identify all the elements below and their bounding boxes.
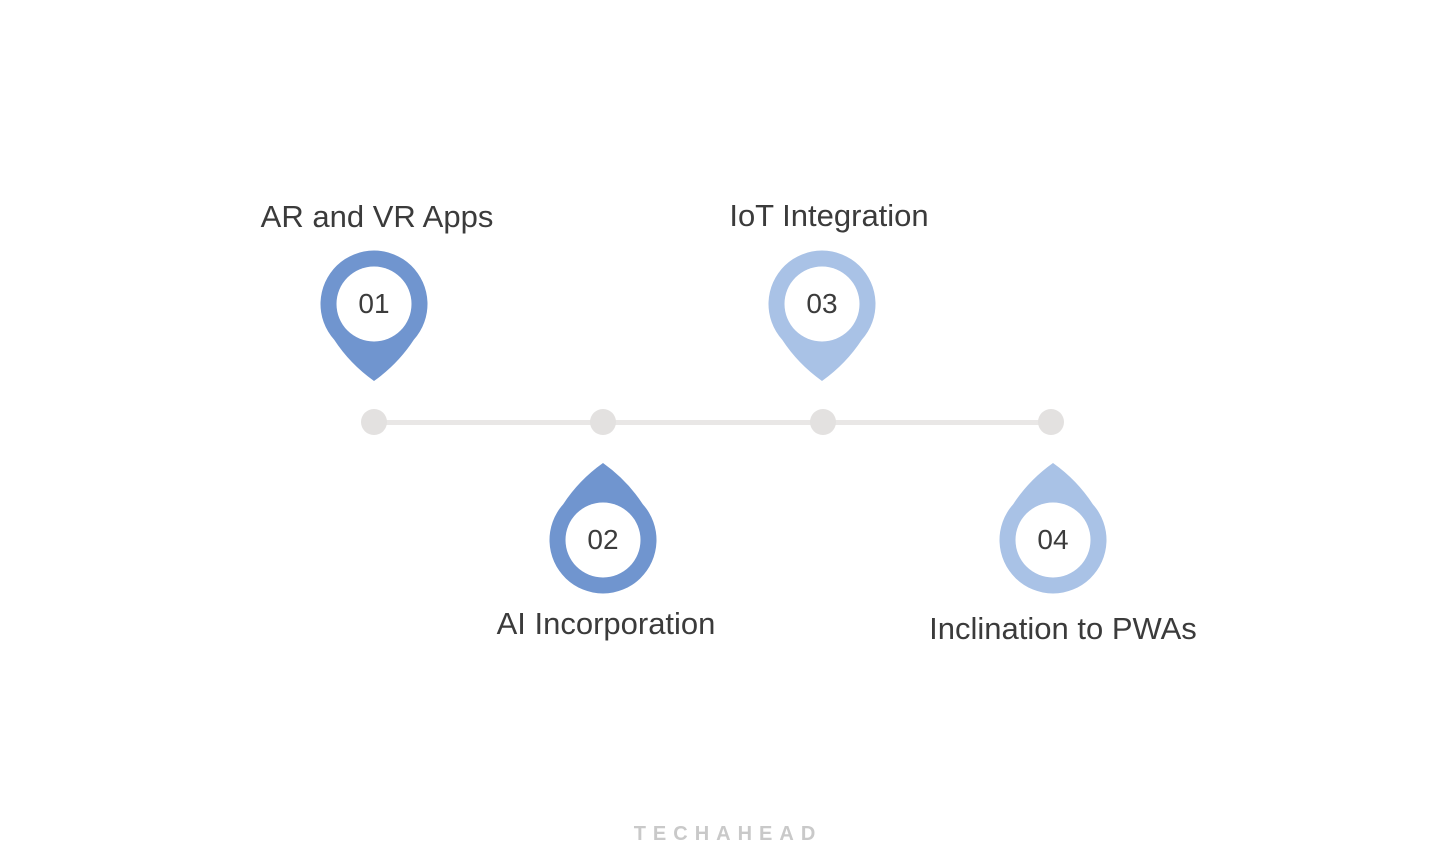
marker-number-04: 04	[1037, 524, 1069, 555]
timeline-dot-1	[361, 409, 387, 435]
marker-02: 02	[549, 462, 657, 594]
marker-number-02: 02	[587, 524, 619, 555]
marker-03: 03	[768, 250, 876, 382]
timeline-dot-2	[590, 409, 616, 435]
map-pin-down-icon	[768, 250, 876, 381]
timeline-line	[374, 420, 1051, 425]
pin-inner-circle	[784, 266, 860, 342]
pin-inner-circle	[336, 266, 412, 342]
techahead-logo: TECHAHEAD	[633, 823, 823, 845]
marker-01: 01	[320, 250, 428, 382]
map-pin-up-icon	[999, 463, 1107, 594]
pin-inner-circle	[565, 502, 641, 578]
marker-number-01: 01	[358, 288, 390, 319]
marker-label-02: AI Incorporation	[496, 606, 716, 641]
pin-inner-circle	[1015, 502, 1091, 578]
marker-label-01: AR and VR Apps	[260, 199, 494, 234]
map-pin-up-icon	[549, 463, 657, 594]
timeline-dot-3	[810, 409, 836, 435]
marker-label-04: Inclination to PWAs	[929, 611, 1197, 646]
marker-number-03: 03	[806, 288, 838, 319]
map-pin-down-icon	[320, 250, 428, 381]
marker-label-03: IoT Integration	[729, 198, 929, 233]
timeline-dot-4	[1038, 409, 1064, 435]
marker-04: 04	[999, 462, 1107, 594]
